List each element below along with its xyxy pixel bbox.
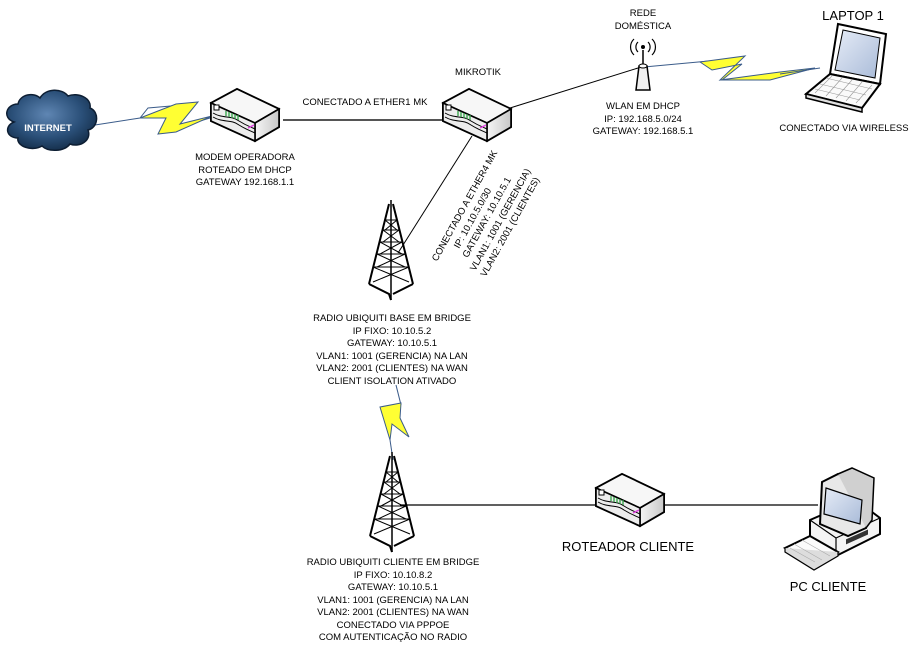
link-mikrotik-wlan: [509, 67, 639, 109]
radio-base-line: CLIENT ISOLATION ATIVADO: [327, 375, 457, 387]
wlan-label: WLAN EM DHCP IP: 192.168.5.0/24 GATEWAY:…: [593, 101, 694, 139]
radio-cliente-line: IP FIXO: 10.10.8.2: [353, 569, 433, 581]
radio-base-line: IP FIXO: 10.10.5.2: [352, 325, 432, 337]
router-icon: [442, 88, 512, 142]
radio-cliente-label: RADIO UBIQUITI CLIENTE EM BRIDGE IP FIXO…: [307, 557, 480, 645]
radio-ubiquiti-cliente[interactable]: [369, 451, 415, 553]
wireless-access-point-icon: [630, 38, 656, 91]
internet-label: INTERNET: [24, 123, 72, 134]
radio-cliente-line: VLAN1: 1001 (GERENCIA) NA LAN: [317, 594, 469, 606]
wlan-label-line: GATEWAY: 192.168.5.1: [592, 126, 694, 137]
modem-label-line: MODEM OPERADORA: [195, 152, 295, 163]
roteador-cliente-label: ROTEADOR CLIENTE: [561, 539, 695, 554]
pc-cliente-label: PC CLIENTE: [789, 579, 867, 594]
wireless-link-internet-modem: [94, 101, 213, 135]
internet-cloud: INTERNET: [6, 89, 98, 151]
wlan-access-point[interactable]: [630, 38, 656, 91]
modem-label-line: GATEWAY 192.168.1.1: [195, 177, 295, 188]
cloud-icon: [6, 89, 98, 151]
radio-cliente-line: COM AUTENTICAÇÃO NO RADIO: [318, 632, 468, 643]
radio-cliente-line: GATEWAY: 10.10.5.1: [347, 582, 439, 593]
wireless-link-radio-base-cliente: [379, 384, 410, 461]
radio-tower-icon: [369, 451, 415, 553]
link-mikrotik-radio-base: [397, 135, 473, 254]
radio-ubiquiti-base[interactable]: [368, 199, 414, 301]
modem-router[interactable]: [210, 88, 280, 142]
laptop-1[interactable]: [803, 22, 888, 113]
wlan-title-line: REDE: [629, 8, 657, 19]
radio-cliente-line: VLAN2: 2001 (CLIENTES) NA WAN: [317, 607, 469, 618]
radio-tower-icon: [368, 199, 414, 301]
radio-base-line: VLAN2: 2001 (CLIENTES) NA WAN: [316, 363, 468, 374]
link-label-ether1: CONECTADO A ETHER1 MK: [302, 97, 428, 108]
pc-cliente[interactable]: [782, 467, 881, 571]
radio-cliente-line: CONECTADO VIA PPPOE: [336, 619, 450, 631]
laptop-label: LAPTOP 1: [822, 8, 884, 23]
modem-label: MODEM OPERADORA ROTEADO EM DHCP GATEWAY …: [195, 152, 295, 190]
radio-base-line: VLAN1: 1001 (GERENCIA) NA LAN: [316, 350, 468, 362]
radio-base-line: RADIO UBIQUITI BASE EM BRIDGE: [313, 313, 471, 324]
modem-label-line: ROTEADO EM DHCP: [198, 164, 292, 176]
mikrotik-label: MIKROTIK: [455, 67, 501, 78]
wlan-label-line: WLAN EM DHCP: [606, 101, 680, 112]
wlan-title-line: DOMÉSTICA: [614, 20, 672, 32]
roteador-cliente[interactable]: [595, 473, 665, 527]
wlan-label-line: IP: 192.168.5.0/24: [604, 113, 682, 125]
laptop-icon: [803, 22, 888, 113]
radio-base-label: RADIO UBIQUITI BASE EM BRIDGE IP FIXO: 1…: [313, 313, 471, 388]
wireless-link-wlan-laptop: [643, 55, 821, 81]
desktop-computer-icon: [782, 467, 881, 571]
radio-cliente-line: RADIO UBIQUITI CLIENTE EM BRIDGE: [306, 557, 480, 568]
laptop-caption: CONECTADO VIA WIRELESS: [779, 123, 909, 134]
mikrotik-router[interactable]: [442, 88, 512, 142]
wlan-title: REDE DOMÉSTICA: [615, 8, 671, 33]
router-icon: [210, 88, 280, 142]
router-icon: [595, 473, 665, 527]
radio-base-line: GATEWAY: 10.10.5.1: [346, 338, 438, 349]
